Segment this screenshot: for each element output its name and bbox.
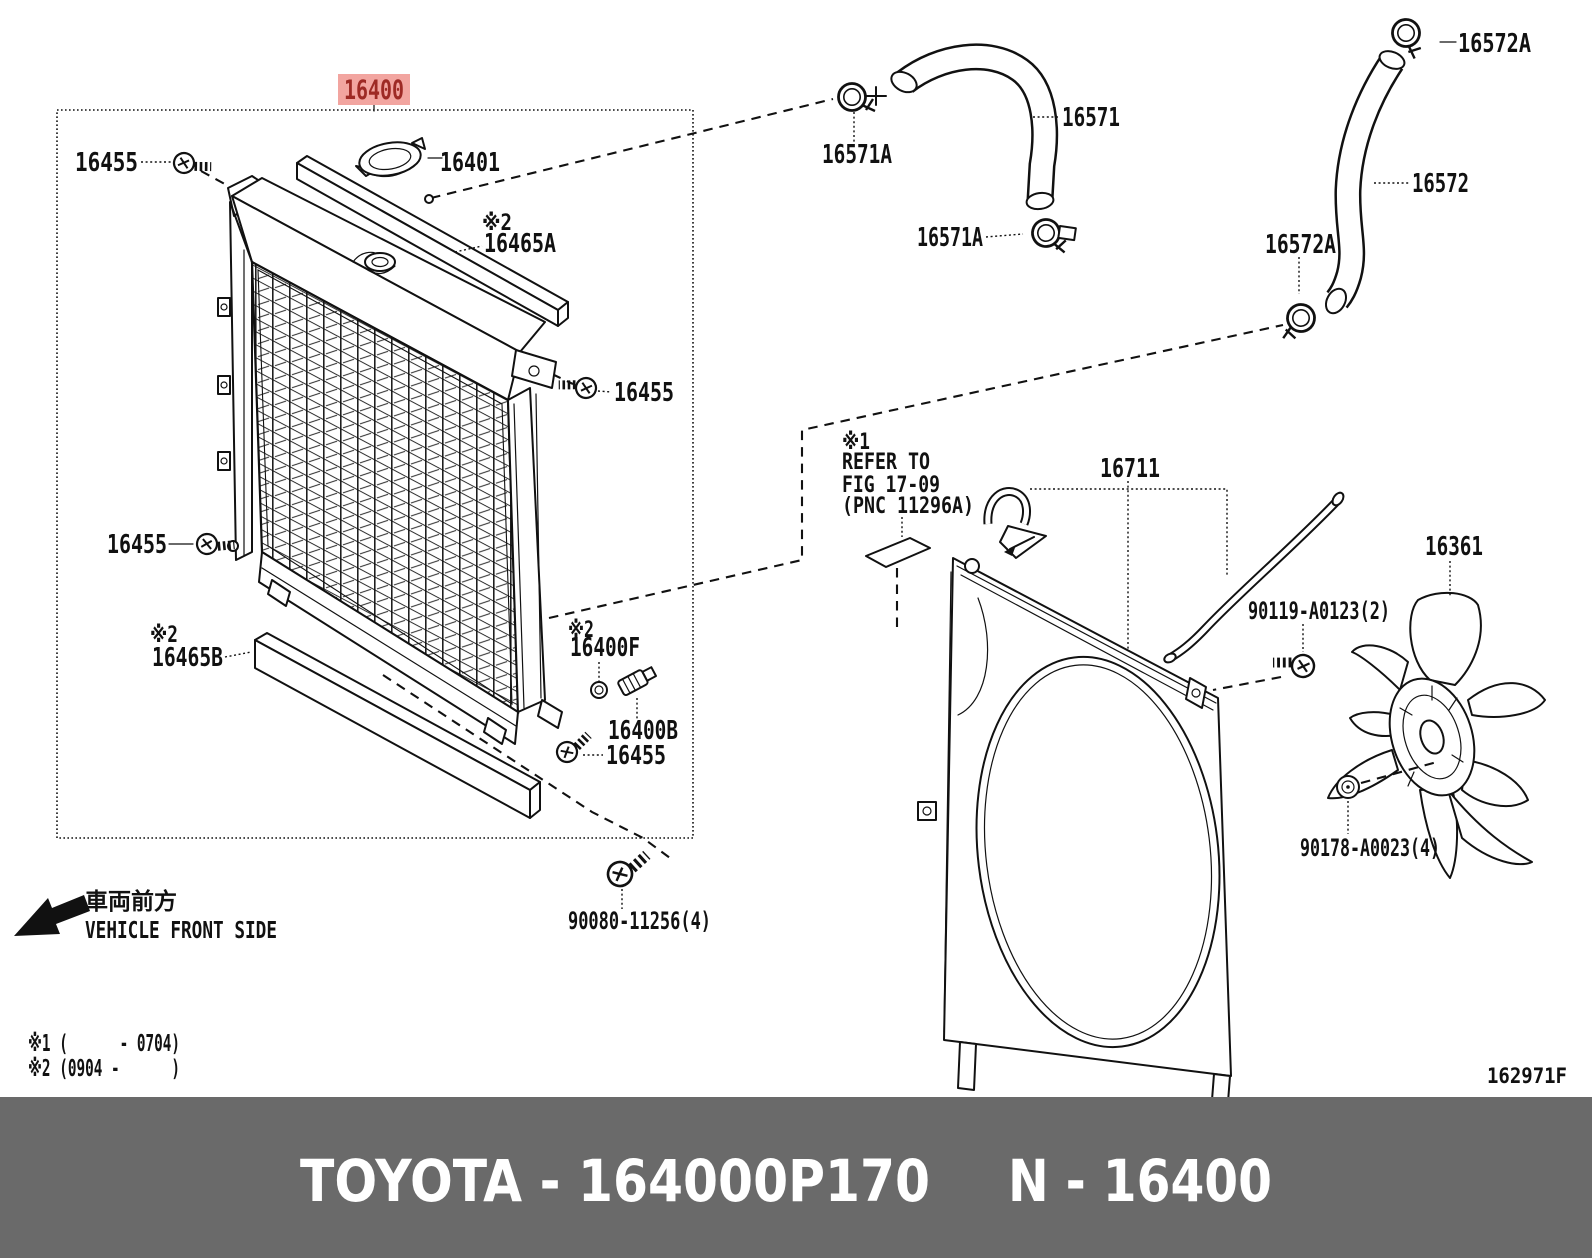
part-label-16571A[interactable]: 16571A [822,140,892,170]
shroud-bolt-icon [1271,647,1316,680]
upper-seal-drawing [296,155,569,327]
hose-lower-drawing [1324,50,1406,315]
mount-bolt-icon [604,849,654,890]
reservoir-hose-drawing [983,487,1345,664]
refer-note-line3: (PNC 11296A) [842,494,974,519]
oring-icon [590,681,608,699]
part-label-16400F[interactable]: 16400F [570,633,640,663]
refer-note-line2: FIG 17-09 [842,473,940,498]
part-label-90178-A0023[interactable]: 90178-A0023(4) [1300,834,1440,862]
footer-banner: TOYOTA - 164000P170 N - 16400 [0,1097,1592,1258]
part-label-16465A[interactable]: 16465A [484,229,556,259]
bolt-icon [557,371,598,401]
part-label-16571A[interactable]: 16571A [917,223,983,253]
drain-plug-icon [617,666,658,696]
part-label-16401[interactable]: 16401 [440,148,500,178]
refer-note-line1: REFER TO [842,450,930,475]
part-label-16571[interactable]: 16571 [1062,103,1120,133]
part-labels: 16400 16455 16401 ※2 16465A 16455 16455 … [75,29,1531,935]
hose-clamp-icon [1281,300,1319,345]
refer-tag-drawing [865,517,931,634]
bolt-icon [195,532,235,559]
clamp-tab [1057,225,1077,242]
part-label-16465B[interactable]: 16465B [152,643,223,673]
filler-neck [364,194,434,275]
highlight-box-16400[interactable] [338,74,410,105]
part-label-16455[interactable]: 16455 [614,378,674,408]
part-label-16572[interactable]: 16572 [1412,169,1469,199]
part-label-16572A[interactable]: 16572A [1265,230,1336,260]
footer-part-number: N - 16400 [1008,1147,1272,1215]
part-label-16711[interactable]: 16711 [1100,454,1160,484]
figure-code: 162971F [1487,1064,1567,1088]
fan-nut-icon [1336,775,1360,799]
footer-banner-bg [0,1097,1592,1258]
footer-catalog-number: TOYOTA - 164000P170 [300,1147,930,1215]
clamp-key-icon [865,86,887,106]
bolt-icon [553,730,595,765]
fan-drawing [1327,591,1546,879]
footnote-2: ※2 (0904 - ) [28,1056,180,1082]
hose-upper-drawing [890,43,1059,211]
part-label-16455[interactable]: 16455 [606,741,666,771]
part-label-16361[interactable]: 16361 [1425,532,1483,562]
footnote-1: ※1 ( - 0704) [28,1031,180,1057]
bolt-icon [171,150,212,180]
part-label-16455[interactable]: 16455 [107,530,167,560]
part-label-16400[interactable]: 16400 [344,75,404,106]
ref-mark-1: ※1 [842,430,870,455]
leader-line [1360,760,1438,785]
ref-mark-2: ※2 [482,211,512,236]
part-label-16572A[interactable]: 16572A [1458,29,1531,59]
footnotes: ※1 ( - 0704) ※2 (0904 - ) [28,1031,180,1082]
vehicle-front-en: VEHICLE FRONT SIDE [85,918,277,944]
ref-mark-2: ※2 [568,618,594,643]
part-label-90080-11256[interactable]: 90080-11256(4) [568,907,711,935]
leader-line [1212,675,1282,692]
hose-clamp-icon [837,82,877,113]
radiator-drawing [217,175,563,745]
ref-mark-2: ※2 [150,623,178,648]
lower-seal-drawing [254,632,541,819]
vehicle-front-jp: 車両前方 [85,888,177,915]
part-label-90119-A0123[interactable]: 90119-A0123(2) [1248,597,1390,625]
radiator-left-tabs [217,297,231,471]
part-label-16400B[interactable]: 16400B [608,716,678,746]
assembly-boundary-box [56,109,694,839]
part-label-16455[interactable]: 16455 [75,148,138,178]
fan-shroud-drawing [917,557,1232,1103]
radiator-cap-drawing [355,137,426,178]
vehicle-front-arrow-icon [14,895,90,936]
label-leader-lines [141,41,1457,909]
vehicle-front-marker: 車両前方 VEHICLE FRONT SIDE [14,888,277,944]
